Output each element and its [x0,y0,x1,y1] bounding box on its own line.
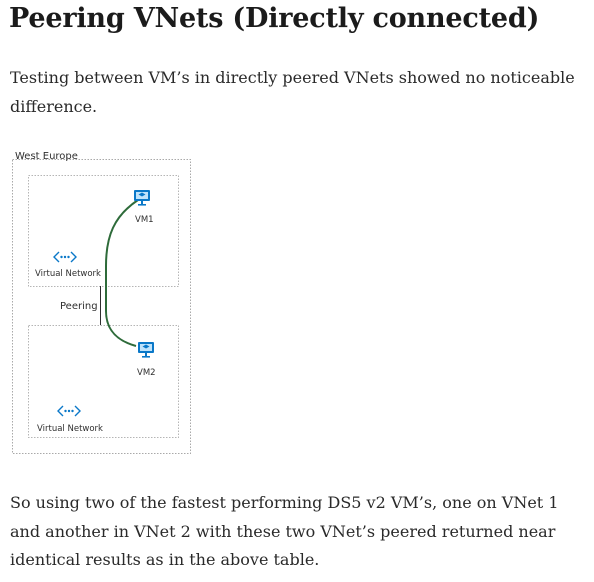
vnet2-network-label: Virtual Network [37,424,103,434]
peering-connection-line [105,199,139,347]
vm1-virtual-machine-icon [134,190,150,206]
intro-paragraph: Testing between VM’s in directly peered … [10,68,575,116]
vnet2-boundary [28,325,179,438]
vm2-virtual-machine-icon [138,342,154,358]
vnet1-network-label: Virtual Network [35,269,101,279]
peering-label: Peering [60,301,98,312]
vnet1-virtual-network-icon [53,251,77,263]
vnet2-virtual-network-icon [57,405,81,417]
conclusion-paragraph: So using two of the fastest performing D… [10,493,559,569]
region-boundary [12,159,191,454]
vm1-label: VM1 [135,215,154,225]
vnet1-boundary [28,175,179,287]
vm2-label: VM2 [137,368,156,378]
region-label: West Europe [15,151,78,162]
vnet-peering-diagram: West Europe Peering VM1 Virtual Network [10,146,196,458]
page-title: Peering VNets (Directly connected) [9,3,540,34]
